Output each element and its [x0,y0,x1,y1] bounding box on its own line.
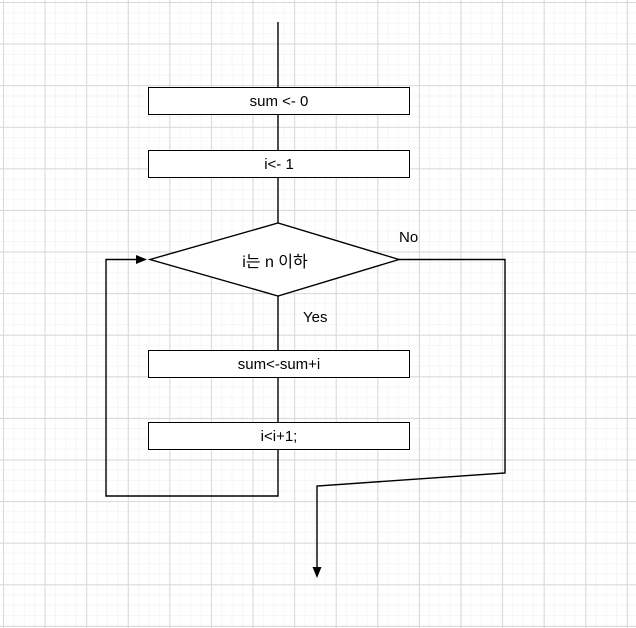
branch-label-no[interactable]: No [399,229,419,246]
edge-no-branch[interactable] [316,258,506,568]
decision-node-label[interactable]: i는 n 이하 [165,246,385,273]
node-label: sum <- 0 [249,92,309,110]
node-label: i<i+1; [260,427,298,445]
branch-label-yes[interactable]: Yes [303,309,328,326]
process-node-init-sum[interactable]: sum <- 0 [148,87,410,115]
node-label: sum<-sum+i [237,355,321,373]
loop-arrowhead-icon [136,255,147,264]
exit-arrowhead-icon [312,567,322,578]
decision-diamond[interactable] [147,222,402,297]
edge-loop-back[interactable] [105,258,279,497]
node-label: i<- 1 [264,155,294,173]
node-label: i는 n 이하 [242,253,308,271]
process-node-accumulate[interactable]: sum<-sum+i [148,350,410,378]
process-node-increment[interactable]: i<i+1; [148,422,410,450]
process-node-init-i[interactable]: i<- 1 [148,150,410,178]
